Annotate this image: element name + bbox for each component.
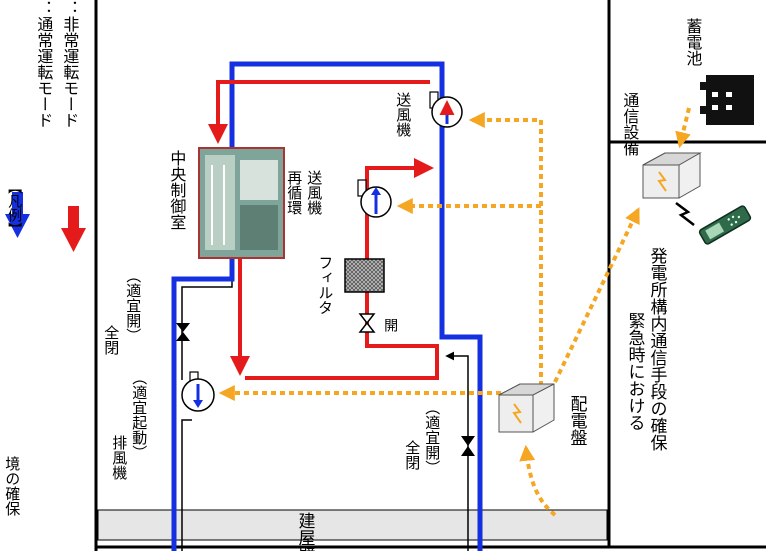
normal-mode-duct <box>171 61 483 551</box>
recirc-fan-label-1: 再循環 <box>285 170 304 215</box>
exhaust-fan-label-2: （適宜起動） <box>130 370 149 460</box>
distribution-board-icon <box>498 383 555 433</box>
legend-normal-label: ：通常運転モード <box>34 0 54 128</box>
battery-label: 蓄電池 <box>683 18 703 66</box>
recirc-fan-icon <box>357 179 392 218</box>
control-room-photo <box>198 147 285 259</box>
building-wall-label: 建屋壁 <box>294 512 315 551</box>
exhaust-fan-label-1: 排風機 <box>110 435 129 480</box>
recirc-fan-label-2: 送風機 <box>305 170 324 215</box>
legend-emergency-label: ：非常運転モード <box>60 0 80 128</box>
battery-icon <box>700 75 754 125</box>
comm-lines <box>218 107 691 517</box>
valve2-label-2: （適宜開） <box>423 400 442 475</box>
valve-icon <box>176 323 190 341</box>
red-down-arrow-icon <box>61 206 86 252</box>
blue-down-arrow-icon <box>5 192 30 238</box>
valve-icon <box>358 313 376 333</box>
emergency-comm-label-1: 緊急時における <box>624 312 645 431</box>
filter-icon <box>344 258 385 293</box>
communication-device-icon <box>642 152 702 199</box>
legend-title: 【凡例】 <box>6 180 23 236</box>
valve2-label-1: 全閉 <box>403 440 422 470</box>
exhaust-fan-icon <box>181 371 215 412</box>
page-title-fragment: 境の確保 <box>3 456 22 516</box>
comm-equipment-label: 通信設備 <box>620 92 640 156</box>
filter-label: フィルタ <box>316 255 335 315</box>
valve1-label-2: （適宜開） <box>124 268 143 343</box>
supply-fan-label: 送風機 <box>394 92 413 137</box>
lightning-icon <box>675 202 695 226</box>
emergency-comm-label-2: 発電所構内通信手段の確保 <box>646 247 667 451</box>
emergency-mode-duct <box>208 80 439 380</box>
central-control-room-label: 中央制御室 <box>167 150 187 230</box>
valve-icon <box>461 436 475 456</box>
supply-fan-icon <box>429 91 463 128</box>
distribution-board-label: 配電盤 <box>566 395 587 446</box>
building-wall <box>97 509 608 541</box>
mobile-phone-icon <box>698 205 752 245</box>
filter-valve-state: 開 <box>382 318 399 332</box>
valve1-label-1: 全閉 <box>102 325 121 355</box>
